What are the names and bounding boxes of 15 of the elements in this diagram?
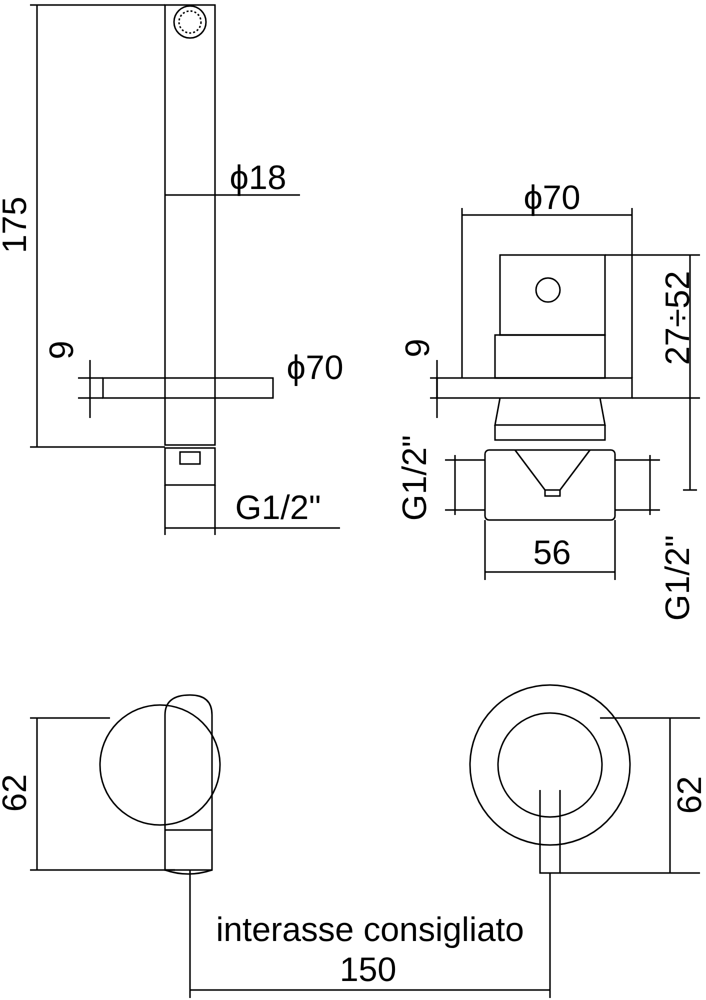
dimension-value: 56 [533,536,571,570]
dimension-value: ϕ18 [230,161,286,195]
dimension-value: ϕ70 [286,351,344,385]
dimension-note: interasse consigliato [216,913,524,947]
dimension-value: 62 [673,776,706,814]
dimension-value: 175 [0,196,32,254]
thread-size-label: G1/2" [661,535,695,621]
dimension-value: 9 [401,338,435,358]
dimension-value: ϕ70 [524,181,580,215]
dimension-value: 27÷52 [661,270,695,366]
dimension-value: 62 [0,774,32,812]
thread-size-label: G1/2" [235,491,321,525]
thread-size-label: G1/2" [398,435,432,521]
dimension-value: 150 [340,953,396,987]
dimension-value: 9 [45,340,79,360]
